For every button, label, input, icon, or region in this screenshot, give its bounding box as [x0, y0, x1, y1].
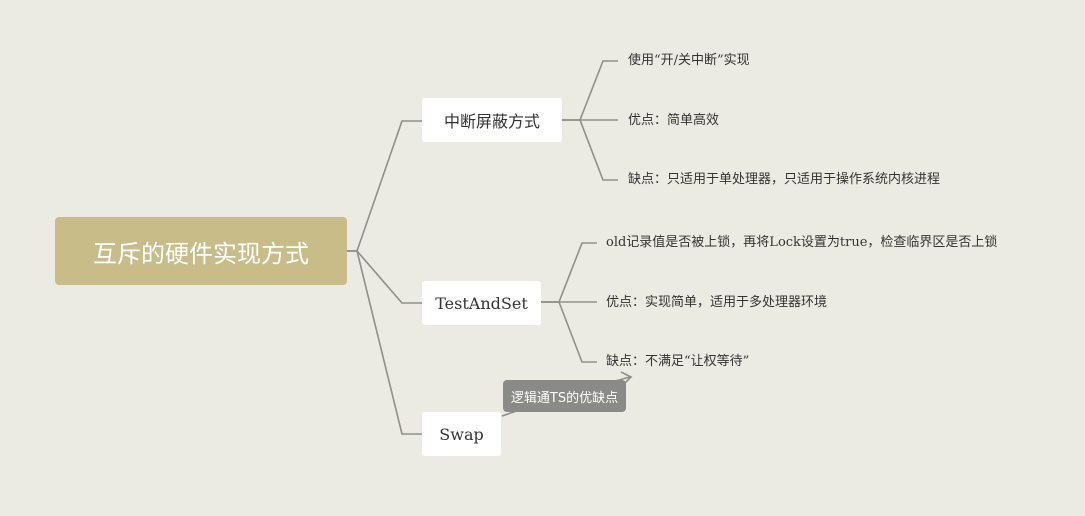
branch-label: Swap [439, 424, 484, 444]
connector-branch-1-leaf-1 [562, 60, 618, 121]
branch-label: TestAndSet [435, 293, 528, 313]
branch-interrupt-masking[interactable]: 中断屏蔽方式 [422, 98, 562, 142]
leaf-interrupt-pros[interactable]: 优点：简单高效 [628, 113, 720, 128]
root-topic[interactable]: 互斥的硬件实现方式 [55, 217, 347, 285]
leaf-interrupt-usage[interactable]: 使用“开/关中断”实现 [628, 53, 750, 68]
leaf-tas-pros[interactable]: 优点：实现简单，适用于多处理器环境 [606, 295, 828, 310]
branch-swap[interactable]: Swap [422, 412, 501, 456]
leaf-interrupt-cons[interactable]: 缺点：只适用于单处理器，只适用于操作系统内核进程 [628, 172, 941, 187]
root-topic-label: 互斥的硬件实现方式 [93, 239, 309, 268]
connector-branch-1-leaf-3 [562, 119, 618, 181]
leaf-tas-description[interactable]: old记录值是否被上锁，再将Lock设置为true，检查临界区是否上锁 [606, 235, 998, 250]
connector-branch-2-leaf-3 [541, 301, 597, 363]
branch-testandset[interactable]: TestAndSet [422, 281, 541, 325]
connector-root-branch-3 [347, 250, 422, 435]
relation-label[interactable]: 逻辑通TS的优缺点 [503, 380, 626, 412]
connector-root-branch-1 [347, 120, 422, 252]
connector-branch-2-leaf-1 [541, 242, 597, 303]
branch-label: 中断屏蔽方式 [443, 112, 540, 131]
relation-label-text: 逻辑通TS的优缺点 [510, 390, 619, 406]
leaf-tas-cons[interactable]: 缺点：不满足“让权等待” [606, 354, 750, 369]
